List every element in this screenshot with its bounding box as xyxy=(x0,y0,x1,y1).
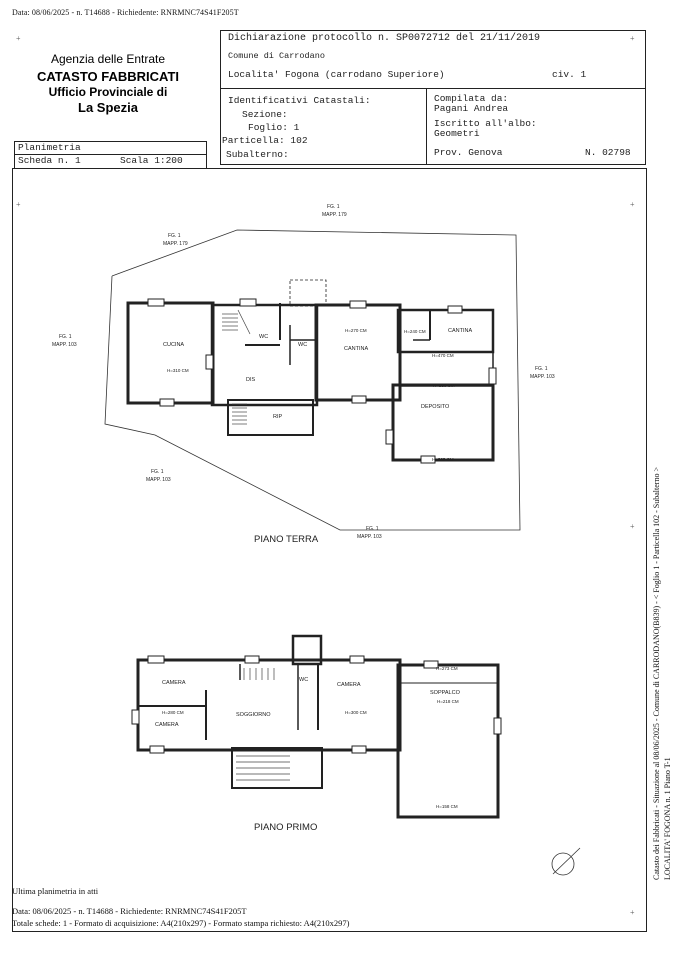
lbl-h-550: H=550 CM xyxy=(433,383,455,388)
header-vdivider xyxy=(426,88,427,164)
agency-dept: CATASTO FABBRICATI xyxy=(36,69,180,84)
lbl-h-273: H=273 CM xyxy=(436,666,458,671)
lbl-fg-bottomleft: FG. 1 xyxy=(151,469,164,475)
sheet-scheda: Scheda n. 1 xyxy=(18,155,81,166)
sheet-type: Planimetria xyxy=(18,142,81,153)
declaration-civ: civ. 1 xyxy=(552,69,587,80)
compiled-name: Pagani Andrea xyxy=(434,103,509,114)
declaration-comune: Comune di Carrodano xyxy=(228,51,325,61)
lbl-h-camera2: H=280 CM xyxy=(162,710,184,715)
corner-mark-mr: + xyxy=(630,200,635,209)
agency-office: Ufficio Provinciale di xyxy=(48,85,168,99)
lbl-piano-terra: PIANO TERRA xyxy=(254,534,319,545)
footer-data-line: Data: 08/06/2025 - n. T14688 - Richieden… xyxy=(12,906,247,916)
ground-stairs xyxy=(222,309,251,425)
compass-icon xyxy=(551,847,581,876)
side-text-line1: Catasto dei Fabbricati - Situazione al 0… xyxy=(652,467,661,880)
declaration-frame xyxy=(220,30,646,165)
lbl-mapp-bottom: MAPP. 103 xyxy=(357,534,382,540)
side-text-line2: LOCALITA' FOGONA n. 1 Piano T-1 xyxy=(663,757,672,880)
lbl-mapp-right: MAPP. 103 xyxy=(530,374,555,380)
declaration-protocol: Dichiarazione protocollo n. SP0072712 de… xyxy=(228,33,541,44)
compiled-title: Compilata da: xyxy=(434,93,509,104)
sheet-divider xyxy=(14,154,206,155)
compiled-number: N. 02798 xyxy=(585,147,631,158)
lbl-fg-right: FG. 1 xyxy=(535,366,548,372)
compiled-registered: Iscritto all'albo: xyxy=(434,118,537,129)
agency-name: Agenzia delle Entrate xyxy=(50,52,166,66)
lbl-wc3: WC xyxy=(299,677,308,683)
identifiers-foglio: Foglio: 1 xyxy=(248,122,300,133)
lbl-camera3: CAMERA xyxy=(337,682,361,688)
lbl-mapp-left: MAPP. 103 xyxy=(52,342,77,348)
lbl-cantina1: CANTINA xyxy=(344,346,368,352)
agency-city: La Spezia xyxy=(78,100,138,115)
ground-windows xyxy=(147,298,497,464)
lbl-h-cucina: H=310 CM xyxy=(167,368,189,373)
lbl-h-camera3: H=300 CM xyxy=(345,710,367,715)
compiled-province: Prov. Genova xyxy=(434,147,503,158)
lbl-soggiorno: SOGGIORNO xyxy=(236,712,271,718)
sheet-scale: Scala 1:200 xyxy=(120,155,183,166)
identifiers-sezione: Sezione: xyxy=(242,109,288,120)
lbl-fg-topleft: FG. 1 xyxy=(168,233,181,239)
corner-mark-tl: + xyxy=(16,34,21,43)
lbl-h-470: H=470 CM xyxy=(432,353,454,358)
lbl-h-240: H=240 CM xyxy=(404,329,426,334)
drawing-frame xyxy=(12,168,647,932)
identifiers-particella: Particella: 102 xyxy=(222,135,308,146)
lbl-deposito: DEPOSITO xyxy=(421,404,450,410)
lbl-mapp-topleft: MAPP. 179 xyxy=(163,241,188,247)
lbl-rip: RIP xyxy=(273,414,283,420)
lbl-camera2: CAMERA xyxy=(155,722,179,728)
header-divider xyxy=(220,88,645,89)
lbl-h-soppalco: H=218 CM xyxy=(437,699,459,704)
lbl-mapp-top: MAPP. 179 xyxy=(322,212,347,218)
lbl-fg-left: FG. 1 xyxy=(59,334,72,340)
identifiers-subalterno: Subalterno: xyxy=(226,149,289,160)
lbl-piano-primo: PIANO PRIMO xyxy=(254,822,317,833)
lbl-wc2: WC xyxy=(298,342,307,348)
corner-mark-br: + xyxy=(630,908,635,917)
lbl-fg-top: FG. 1 xyxy=(327,204,340,210)
lbl-h-158: H=158 CM xyxy=(436,804,458,809)
lbl-cantina2: CANTINA xyxy=(448,328,472,334)
lbl-cucina: CUCINA xyxy=(163,342,184,348)
first-floor-windows xyxy=(131,655,502,754)
agency-block: Agenzia delle Entrate CATASTO FABBRICATI… xyxy=(14,38,202,134)
lbl-h-cantina1: H=270 CM xyxy=(345,328,367,333)
first-floor-walls xyxy=(136,634,500,819)
lbl-dis: DIS xyxy=(246,377,256,383)
top-header: Data: 08/06/2025 - n. T14688 - Richieden… xyxy=(12,8,239,17)
identifiers-title: Identificativi Catastali: xyxy=(228,95,371,106)
corner-mark-tr: + xyxy=(630,34,635,43)
lbl-camera1: CAMERA xyxy=(162,680,186,686)
first-floor-stairs xyxy=(236,668,290,781)
declaration-location: Localita' Fogona (carrodano Superiore) xyxy=(228,69,445,80)
footer-last-plan: Ultima planimetria in atti xyxy=(12,886,99,896)
compiled-profession: Geometri xyxy=(434,128,480,139)
site-boundary xyxy=(104,229,521,531)
lbl-fg-bottom: FG. 1 xyxy=(366,526,379,532)
footer-totals: Totale schede: 1 - Formato di acquisizio… xyxy=(12,918,350,928)
lbl-soppalco: SOPPALCO xyxy=(430,690,461,696)
lbl-mapp-bottomleft: MAPP. 103 xyxy=(146,477,171,483)
lbl-h-deposito: H=365 CM xyxy=(432,457,454,462)
corner-mark-ml: + xyxy=(16,200,21,209)
lbl-wc1: WC xyxy=(259,334,268,340)
corner-mark-r2: + xyxy=(630,522,635,531)
